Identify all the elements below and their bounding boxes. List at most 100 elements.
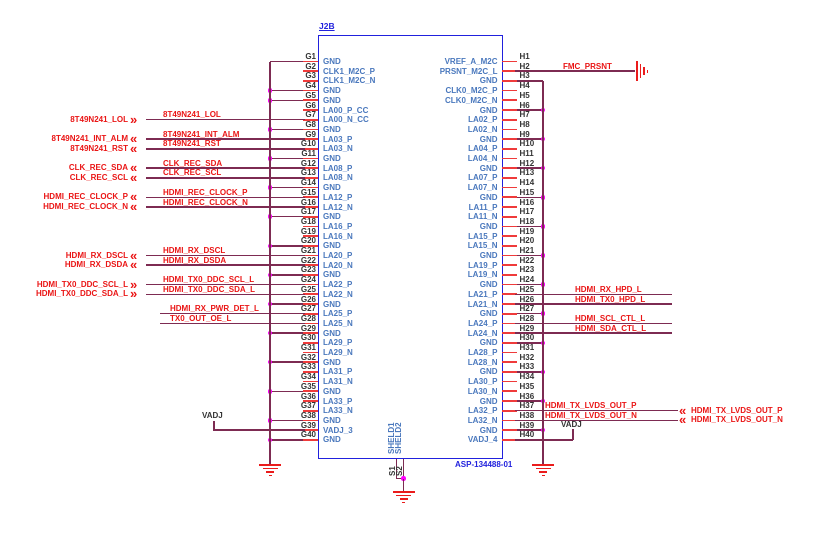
pin-number-H6: H6: [519, 100, 530, 110]
pin-number-G5: G5: [305, 90, 316, 100]
gnd-bus-tap-G5: [270, 99, 305, 102]
pin-number-H33: H33: [519, 362, 535, 372]
pin-stub-H17: [501, 215, 517, 218]
pin-stub-G16: [303, 206, 318, 208]
pin-stub-G25: [303, 293, 318, 296]
pin-name-H10: LA04_P: [468, 144, 498, 154]
shield-ground-symbol: [396, 494, 411, 497]
pin-number-G1: G1: [305, 52, 316, 61]
pin-stub-G32: [303, 361, 318, 364]
pin-number-G17: G17: [300, 207, 316, 217]
pin-stub-G18: [303, 225, 318, 228]
pin-number-H39: H39: [519, 420, 535, 430]
pin-number-G14: G14: [300, 178, 316, 188]
gnd-bus-tap-G1: [270, 60, 305, 63]
pin-stub-G4: [303, 89, 318, 92]
gnd-bus-tap-H21: [514, 254, 543, 257]
pin-name-G38: GND: [323, 415, 341, 425]
pin-name-H15: GND: [479, 192, 498, 202]
pin-name-S2: SHELD2: [394, 422, 403, 454]
offpage-flag-label-8T49N241_RST: 8T49N241_RST: [70, 143, 128, 153]
net-label-HDMI_SCL_CTL_L: HDMI_SCL_CTL_L: [575, 313, 646, 323]
pin-name-H14: LA07_N: [467, 183, 498, 193]
pin-name-G11: GND: [323, 154, 341, 163]
left-ground-symbol: [259, 464, 281, 466]
pin-number-H23: H23: [519, 265, 535, 275]
pin-number-H4: H4: [519, 81, 530, 91]
pin-name-G5: GND: [323, 95, 341, 105]
pin-number-H12: H12: [519, 158, 535, 168]
chevron-left-icon: «: [130, 257, 138, 273]
pin-number-H18: H18: [519, 216, 535, 226]
pin-name-G31: LA29_N: [323, 348, 353, 357]
pin-stub-H25: [501, 293, 517, 296]
prsnt-ground-symbol: [643, 67, 645, 76]
net-wire-TX0_OUT_OE_L: [160, 322, 305, 325]
pin-name-G9: LA03_P: [323, 134, 353, 144]
pin-name-H33: GND: [479, 367, 498, 377]
offpage-flag-label-8T49N241_LOL: 8T49N241_LOL: [70, 114, 128, 124]
pin-stub-H14: [501, 186, 517, 189]
net-label-HDMI_RX_DSDA: HDMI_RX_DSDA: [163, 255, 227, 265]
pin-number-G34: G34: [300, 372, 316, 382]
pin-number-H24: H24: [519, 275, 535, 285]
pin-name-G35: GND: [323, 386, 341, 396]
gnd-bus-tap-G20: [270, 245, 305, 247]
net-label-8T49N241_LOL: 8T49N241_LOL: [163, 110, 221, 120]
pin-stub-H27: [501, 312, 517, 315]
net-wire-8T49N241_LOL: [146, 118, 305, 121]
pin-name-G8: GND: [323, 124, 341, 134]
net-label-CLK_REC_SDA: CLK_REC_SDA: [163, 158, 223, 168]
pin-name-G26: GND: [323, 299, 341, 309]
pin-stub-G9: [303, 138, 318, 140]
gnd-bus-tap-H33: [514, 371, 543, 373]
pin-name-H25: LA21_P: [468, 289, 498, 299]
pin-number-H19: H19: [519, 226, 535, 236]
net-wire-HDMI_SCL_CTL_L: [514, 322, 672, 325]
pin-name-H40: VADJ_4: [467, 435, 498, 445]
pin-stub-H32: [501, 361, 517, 364]
pin-number-G29: G29: [300, 323, 316, 333]
pin-name-G32: GND: [323, 357, 341, 367]
pin-number-G3: G3: [305, 71, 316, 81]
pin-name-G10: LA03_N: [323, 144, 353, 154]
net-wire-HDMI_REC_CLOCK_P: [146, 196, 305, 199]
net-wire-HDMI_RX_PWR_DET_L: [160, 312, 305, 315]
pin-number-H37: H37: [519, 401, 535, 411]
pin-number-H17: H17: [519, 207, 535, 217]
right-ground-symbol: [532, 464, 554, 466]
pin-number-G26: G26: [300, 294, 316, 304]
chevron-left-icon: «: [679, 412, 687, 428]
pin-number-G24: G24: [300, 275, 316, 285]
pin-name-H23: LA19_N: [467, 270, 498, 280]
pin-number-G2: G2: [305, 61, 316, 71]
gnd-bus-tap-H9: [514, 138, 543, 140]
pin-stub-G1: [303, 60, 318, 63]
pin-number-H8: H8: [519, 119, 530, 129]
net-label-HDMI_REC_CLOCK_N: HDMI_REC_CLOCK_N: [163, 197, 248, 207]
pin-stub-H37: [501, 409, 517, 412]
pin-number-G11: G11: [301, 149, 316, 158]
pin-stub-G35: [303, 390, 318, 393]
pin-number-H32: H32: [519, 352, 535, 362]
pin-stub-H7: [501, 118, 517, 121]
offpage-flag-label-HDMI_TX0_DDC_SDA_L: HDMI_TX0_DDC_SDA_L: [35, 289, 128, 299]
pin-number-G22: G22: [300, 255, 316, 265]
pin-stub-G39: [303, 429, 318, 431]
connector-symbol-body: [318, 35, 503, 459]
pin-number-G21: G21: [300, 246, 316, 255]
pin-stub-G5: [303, 99, 318, 102]
pin-stub-H24: [501, 283, 517, 286]
shield-join-wire: [395, 477, 405, 480]
pin-stub-H16: [501, 206, 517, 208]
net-wire-HDMI_TX0_DDC_SDA_L: [146, 293, 305, 296]
pin-stub-G22: [303, 264, 318, 267]
pin-stub-G17: [303, 215, 318, 218]
pin-number-H31: H31: [519, 343, 535, 352]
right-gnd-bus: [542, 80, 544, 465]
pin-number-S2: S2: [394, 466, 404, 476]
net-wire-VADJ: [514, 439, 573, 441]
net-wire-HDMI_TX0_DDC_SCL_L: [146, 283, 305, 286]
pin-stub-H3: [501, 80, 517, 82]
